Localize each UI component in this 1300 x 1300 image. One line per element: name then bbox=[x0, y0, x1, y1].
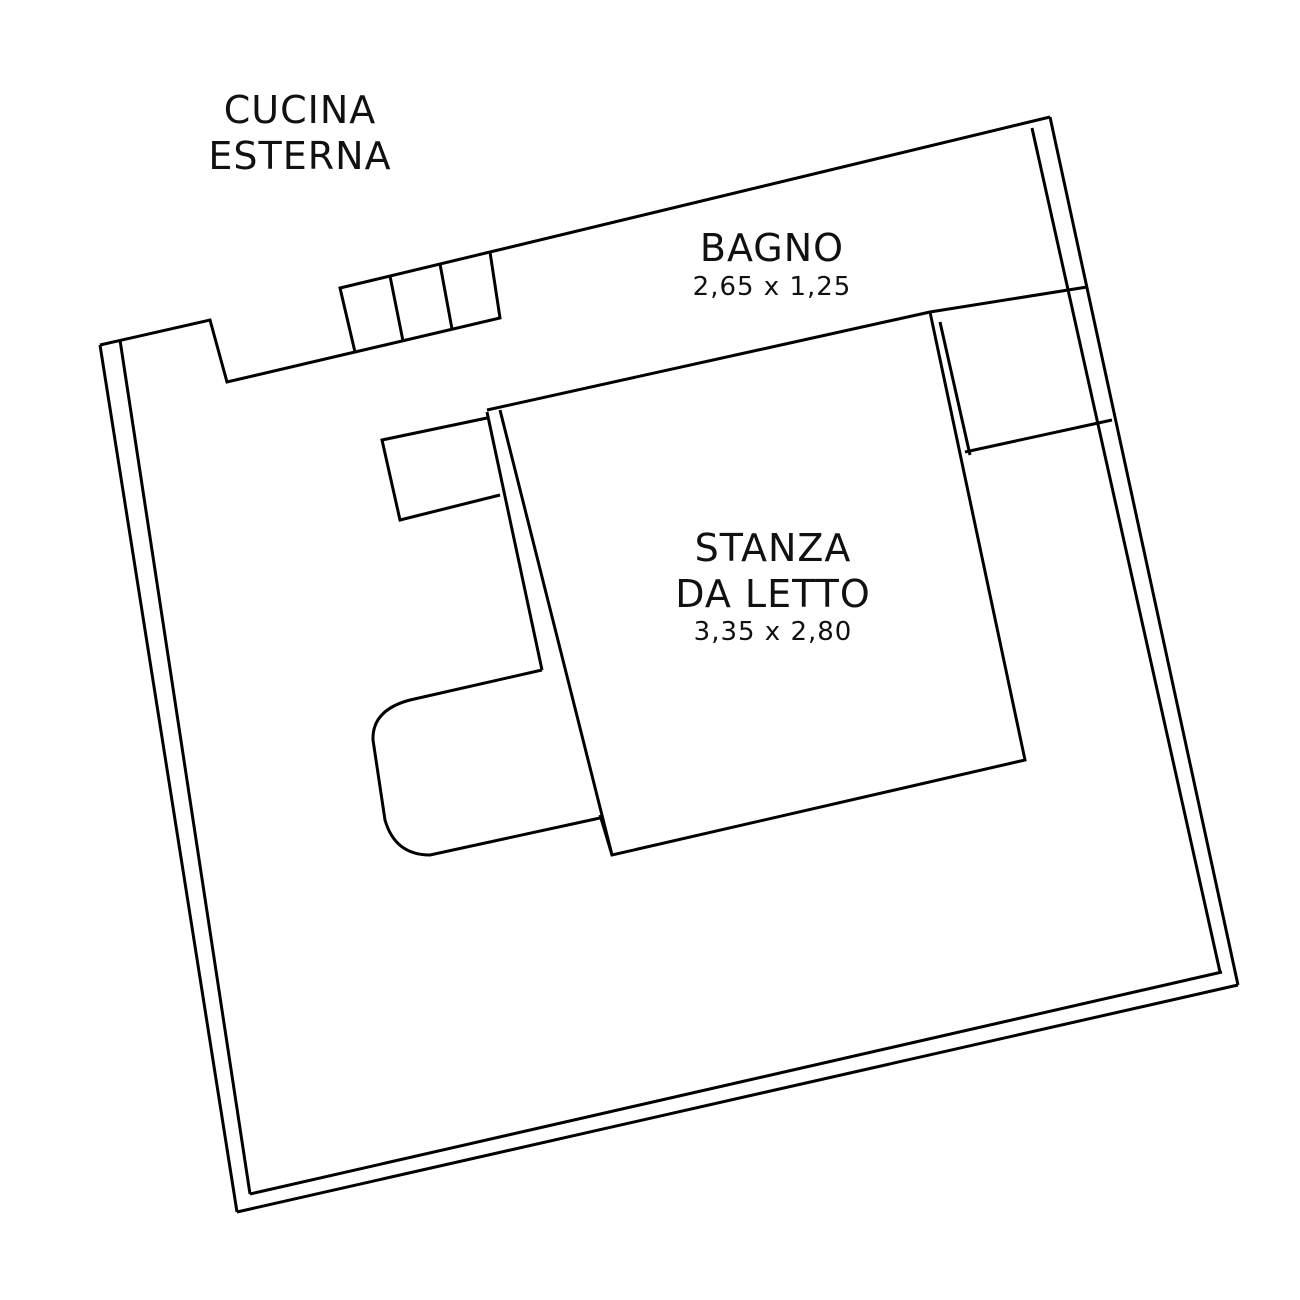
bottom-wall-outer bbox=[236, 983, 1239, 1214]
step-box bbox=[354, 251, 502, 354]
room-label-cucina: CUCINA ESTERNA bbox=[208, 88, 391, 179]
right-wall-outer bbox=[1048, 116, 1240, 986]
bagno-name: BAGNO bbox=[699, 226, 845, 270]
right-wall-inner bbox=[1030, 127, 1222, 973]
room-label-stanza: STANZA DA LETTO 3,35 x 2,80 bbox=[675, 526, 871, 648]
left-wall-outer bbox=[98, 344, 239, 1213]
cucina-name-line1: CUCINA bbox=[223, 88, 377, 132]
cucina-name-line2: ESTERNA bbox=[208, 133, 392, 178]
rounded-fixture bbox=[371, 668, 601, 857]
stanza-name-line2: DA LETTO bbox=[675, 571, 871, 616]
room-label-bagno: BAGNO 2,65 x 1,25 bbox=[693, 226, 852, 303]
stanza-dimensions: 3,35 x 2,80 bbox=[693, 617, 853, 648]
bagno-walls bbox=[486, 285, 1113, 454]
outer-walls bbox=[98, 115, 1240, 1214]
stanza-name-line1: STANZA bbox=[694, 526, 852, 570]
left-wall-inner bbox=[118, 339, 252, 1195]
bagno-dimensions: 2,65 x 1,25 bbox=[692, 271, 852, 302]
bottom-wall-inner bbox=[249, 970, 1223, 1196]
bedroom-walls bbox=[485, 311, 1027, 857]
small-closet bbox=[380, 416, 501, 522]
